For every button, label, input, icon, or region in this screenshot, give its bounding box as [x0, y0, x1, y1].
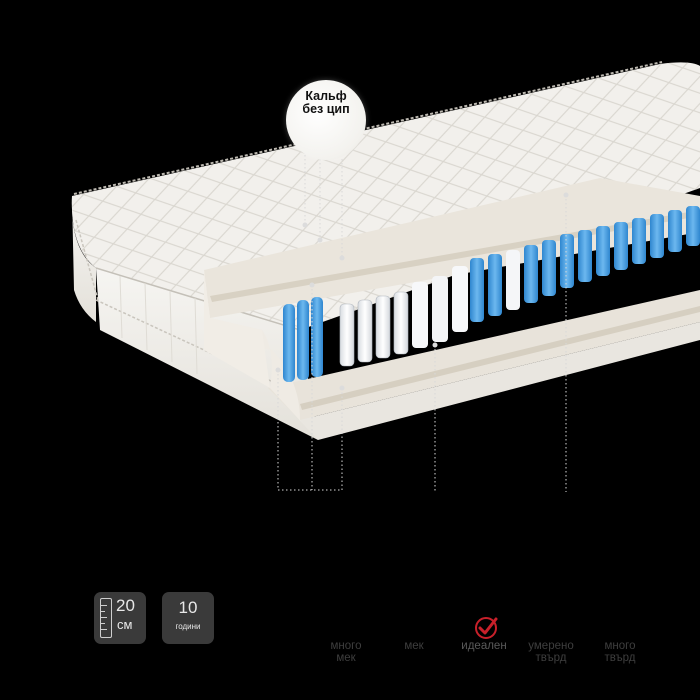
firmness-very-firm-line2: твърд [604, 652, 636, 664]
warranty-value: 10 [178, 598, 198, 617]
cross-section [204, 178, 700, 440]
height-badge: 20 см [94, 592, 146, 644]
white-springs [339, 266, 468, 367]
firmness-soft: мек [378, 640, 450, 652]
mattress-side [71, 196, 318, 440]
leader-lines [277, 155, 567, 492]
warranty-badge: 10 години [162, 592, 214, 644]
callout-line-2: без цип [302, 102, 350, 116]
firmness-very-soft-line2: мек [336, 652, 356, 664]
warranty-unit: години [175, 622, 201, 631]
firmness-ideal-line1: идеален [461, 640, 507, 652]
firmness-medium-firm-line2: твърд [535, 652, 567, 664]
height-unit: см [117, 617, 133, 632]
blue-springs-back [470, 206, 700, 322]
firmness-soft-line1: мек [404, 640, 424, 652]
firmness-very-firm-line1: много [604, 640, 636, 652]
callout-no-zipper-cover: Кальф без цип [286, 80, 366, 160]
firmness-very-soft: много мек [310, 640, 382, 664]
mattress-front-band [300, 322, 700, 440]
checkmark-icon [475, 617, 498, 639]
firmness-medium-firm-line1: умерено [528, 640, 574, 652]
firmness-very-soft-line1: много [330, 640, 362, 652]
firmness-very-firm: много твърд [584, 640, 656, 664]
height-value: 20 [116, 596, 135, 615]
callout-line-1: Кальф [305, 89, 347, 103]
blue-springs-front [283, 297, 323, 382]
ruler-icon [100, 598, 112, 638]
firmness-medium-firm: умерено твърд [515, 640, 587, 664]
leader-dots [275, 192, 569, 391]
mattress-top [71, 61, 700, 331]
firmness-ideal: идеален [448, 640, 520, 652]
